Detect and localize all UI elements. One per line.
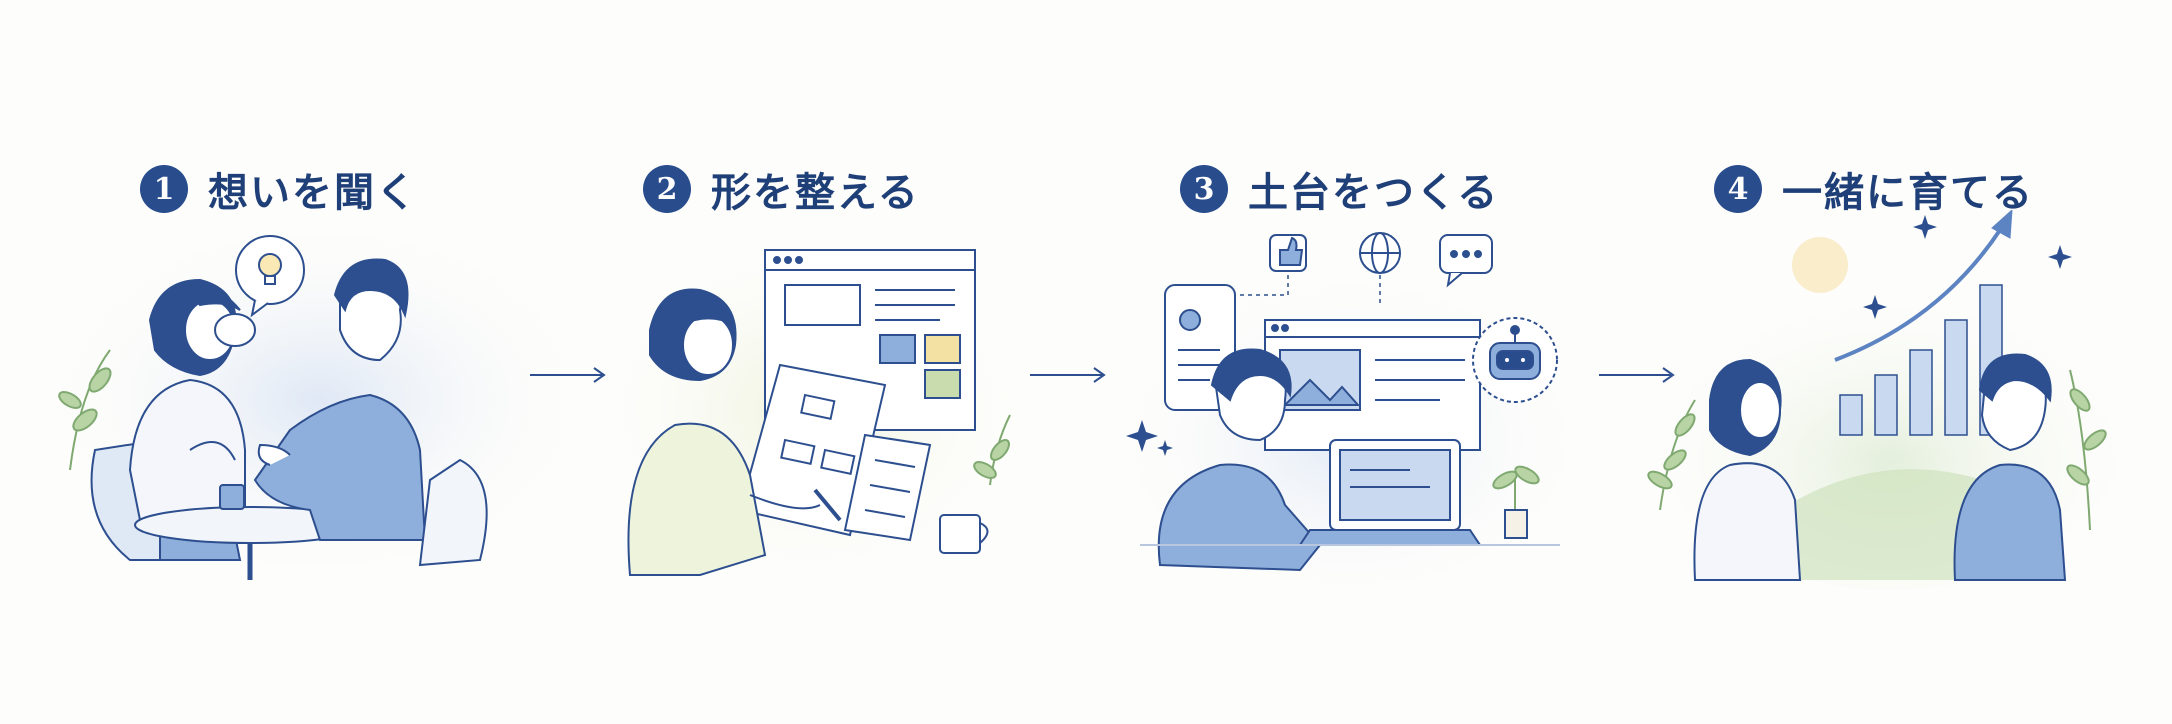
step-2-illustration (605, 245, 1015, 576)
globe-icon (1359, 232, 1401, 274)
step-1-number: 1 (140, 165, 188, 213)
table (134, 484, 366, 580)
robot-icon (1472, 317, 1558, 403)
step-3-header: 3 土台をつくる (1180, 160, 1499, 218)
plant-right-step-4 (2066, 369, 2107, 531)
lightbulb-bubble (235, 235, 305, 318)
sun (1792, 237, 1848, 293)
pen (813, 488, 842, 522)
flow-arrow-1 (530, 367, 606, 383)
step-3-number: 3 (1180, 165, 1228, 213)
sparkle-icon (1863, 215, 2072, 319)
chair-right (418, 458, 488, 567)
speech-bubble-small (214, 313, 256, 347)
step-1-title: 想いを聞く (208, 169, 418, 216)
step-1-illustration (58, 230, 560, 580)
flowchart-paper (738, 363, 887, 537)
step-1-header: 1 想いを聞く (140, 160, 418, 218)
plant-left-step-4 (1647, 399, 1696, 511)
website-window (1264, 319, 1481, 451)
step-2-header: 2 形を整える (643, 160, 920, 218)
step-2-number: 2 (643, 165, 691, 213)
woman-figure (128, 278, 246, 561)
plant-step-2 (973, 414, 1011, 486)
sparkle-icon (1126, 420, 1173, 456)
step-3-title: 土台をつくる (1248, 169, 1500, 216)
man-figure (253, 258, 427, 541)
flow-arrow-2 (1030, 367, 1106, 383)
man-laptop-figure (1157, 348, 1322, 572)
coffee-mug (939, 514, 989, 554)
step-2-title: 形を整える (711, 169, 920, 216)
growth-bars (1839, 284, 2003, 436)
checklist-paper (843, 433, 932, 542)
step-3-illustration (1125, 232, 1575, 585)
plant-step-3 (1492, 465, 1540, 539)
thumbs-up-icon (1269, 234, 1307, 272)
chat-dots-icon (1439, 234, 1493, 288)
step-4-header: 4 一緒に育てる (1714, 160, 2034, 218)
man-back-figure (1953, 353, 2067, 581)
step-4-number: 4 (1714, 165, 1762, 213)
woman-writing-figure (627, 288, 821, 576)
woman-back-figure (1693, 358, 1802, 581)
growth-arrow-icon (1834, 210, 2013, 362)
step-4-illustration (1647, 210, 2120, 590)
laptop (1298, 439, 1482, 546)
plant-left (58, 349, 112, 471)
step-4-title: 一緒に育てる (1782, 169, 2034, 216)
